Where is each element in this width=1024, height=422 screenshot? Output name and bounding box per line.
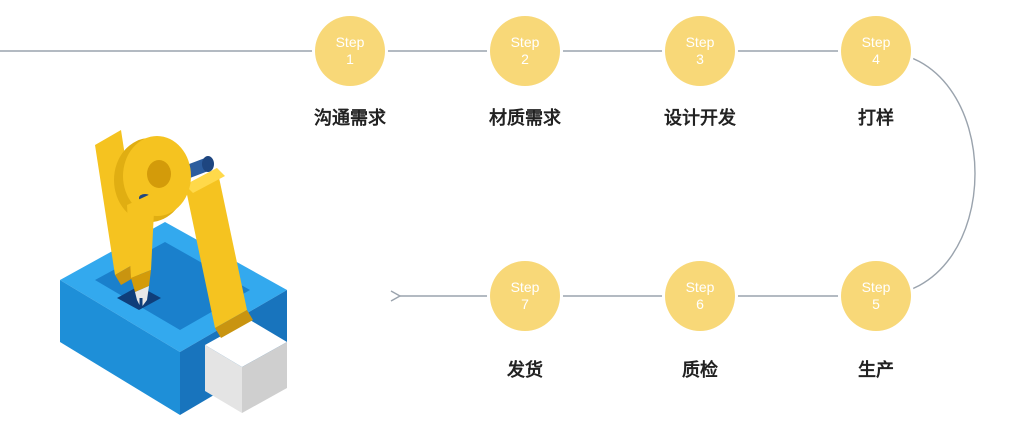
step-1-word: Step: [335, 34, 365, 50]
step-7-word: Step: [510, 279, 540, 295]
step-2-number: 2: [521, 51, 529, 67]
step-5-label: 生产: [858, 360, 894, 381]
step-7-number: 7: [521, 296, 529, 312]
step-3-number: 3: [696, 51, 704, 67]
step-2-label: 材质需求: [489, 108, 561, 129]
step-6-circle: Step 6: [665, 261, 735, 331]
step-1-label: 沟通需求: [314, 108, 386, 129]
step-1-circle: Step 1: [315, 16, 385, 86]
step-3-circle: Step 3: [665, 16, 735, 86]
step-4-word: Step: [861, 34, 891, 50]
step-7-label: 发货: [507, 360, 543, 381]
step-6-label: 质检: [682, 360, 718, 381]
step-5-word: Step: [861, 279, 891, 295]
curve-connector: [875, 50, 976, 297]
step-3-label: 设计开发: [664, 108, 736, 129]
robot-arm-machine-icon: [60, 130, 287, 415]
step-6-word: Step: [685, 279, 715, 295]
step-6-number: 6: [696, 296, 704, 312]
step-2-circle: Step 2: [490, 16, 560, 86]
step-1-number: 1: [346, 51, 354, 67]
step-2-word: Step: [510, 34, 540, 50]
step-5-number: 5: [872, 296, 880, 312]
step-4-circle: Step 4: [841, 16, 911, 86]
step-7-circle: Step 7: [490, 261, 560, 331]
step-3-word: Step: [685, 34, 715, 50]
step-4-label: 打样: [858, 108, 894, 129]
step-5-circle: Step 5: [841, 261, 911, 331]
step-4-number: 4: [872, 51, 880, 67]
